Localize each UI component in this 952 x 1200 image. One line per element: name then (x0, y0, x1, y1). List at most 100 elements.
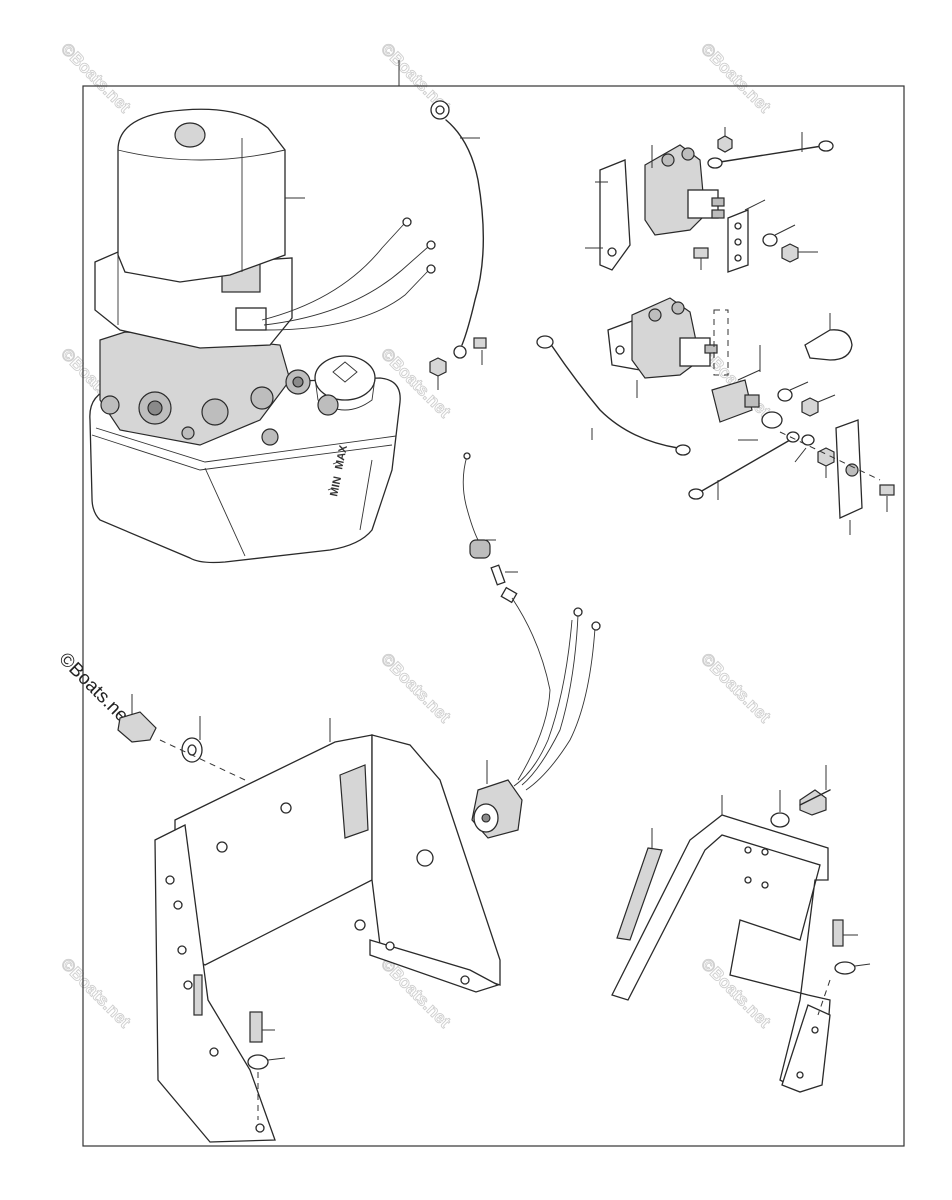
connector-plug (469, 539, 491, 559)
fill-cap-logo (332, 361, 358, 383)
phantom-bracket (713, 309, 729, 376)
bracket-hole (280, 802, 292, 814)
tank-min-label: MIN (328, 475, 344, 497)
ring-terminal (675, 444, 691, 456)
breaker-terminal (744, 394, 760, 408)
motor-end-cap (174, 122, 206, 148)
bracket-hole (255, 1123, 265, 1133)
link-bar-end (707, 157, 723, 169)
watermark: ©Boats.net (57, 39, 134, 116)
bracket-hole (165, 875, 175, 885)
wire-terminal (426, 240, 436, 250)
aux-bracket-leg (781, 1004, 831, 1093)
washer-hole (187, 744, 197, 756)
tank-level-mark (332, 461, 339, 465)
washer (770, 812, 790, 828)
bolt (117, 711, 157, 743)
plate-leader (744, 199, 766, 211)
washer-leader (854, 963, 871, 967)
bolt (249, 1011, 263, 1043)
valve-fitting (261, 428, 279, 446)
wire-terminal (402, 217, 412, 227)
solenoid-bracket (599, 159, 631, 271)
washer-leader (794, 447, 807, 463)
harness-wire (511, 597, 551, 781)
motor-seam (117, 149, 286, 161)
bolt-shank (799, 789, 831, 806)
jumper-wire (551, 345, 679, 449)
solenoid-terminal (711, 197, 725, 207)
nut (429, 357, 447, 377)
terminal-pin (490, 564, 506, 586)
solenoid-stud (681, 147, 695, 161)
washer (762, 233, 778, 247)
link-bar-end (786, 431, 800, 443)
harness-wire (513, 619, 573, 787)
link-bar (699, 439, 791, 493)
watermark: ©Boats.net (57, 954, 134, 1031)
plate-hole (845, 463, 859, 477)
nut (781, 243, 799, 263)
screw-head (473, 337, 487, 349)
bracket-side-wall (371, 734, 501, 986)
valve-fitting (181, 426, 195, 440)
reservoir-edge (359, 459, 373, 531)
connector-end (500, 586, 518, 604)
assembly-dash (779, 431, 881, 481)
bracket-hole (615, 345, 625, 355)
aux-hole (796, 1071, 804, 1079)
breaker-leader (737, 369, 761, 381)
bracket-hole (354, 919, 366, 931)
washer (247, 1054, 269, 1070)
valve-fitting (201, 398, 229, 426)
reservoir-rim (91, 434, 393, 471)
valve-fitting (317, 394, 339, 416)
motor-wire (261, 223, 405, 321)
washer (777, 388, 793, 402)
solenoid-upper (585, 127, 834, 273)
circuit-breaker (711, 379, 753, 423)
fill-cap (314, 355, 376, 401)
reservoir-edge (204, 467, 246, 557)
ring-terminal-hole (435, 105, 445, 115)
washer (834, 961, 856, 975)
watermark: ©Boats.net (377, 649, 454, 726)
watermark: ©Boats.net (697, 649, 774, 726)
solenoid-stud (661, 153, 675, 167)
plate-hole (734, 222, 742, 230)
valve-fitting (250, 386, 274, 410)
harness-wire (521, 614, 579, 786)
bracket-hole (216, 841, 228, 853)
bracket-base (174, 734, 373, 966)
bracket-slot (339, 764, 369, 839)
wire-end (463, 452, 471, 460)
bracket-hole (183, 980, 193, 990)
ground-wire (445, 119, 485, 346)
aux-hole (744, 876, 752, 884)
washer-leader (267, 1057, 286, 1061)
solenoid-terminal (711, 209, 725, 219)
bracket-mount-wall (154, 824, 276, 1143)
bracket-hole (416, 849, 434, 867)
nut (717, 135, 733, 153)
washer-leader (789, 381, 809, 391)
washer (801, 434, 815, 446)
watermark: ©Boats.net (697, 39, 774, 116)
rubber-strip (616, 847, 663, 941)
link-bar-end (818, 140, 834, 152)
wire-terminal (591, 621, 601, 631)
valve-fitting (100, 395, 120, 415)
motor-housing (117, 108, 286, 283)
bracket-hole (177, 945, 187, 955)
tank-level-mark (327, 487, 334, 491)
aux-hole (811, 1026, 819, 1034)
motor-wire (265, 270, 429, 331)
bolt (799, 789, 827, 816)
valve-fitting-core (292, 376, 304, 388)
plate-hole (734, 238, 742, 246)
wire-terminal (573, 607, 583, 617)
sensor-wire (462, 455, 479, 541)
wire-grommet (235, 307, 267, 331)
aux-hole (761, 881, 769, 889)
